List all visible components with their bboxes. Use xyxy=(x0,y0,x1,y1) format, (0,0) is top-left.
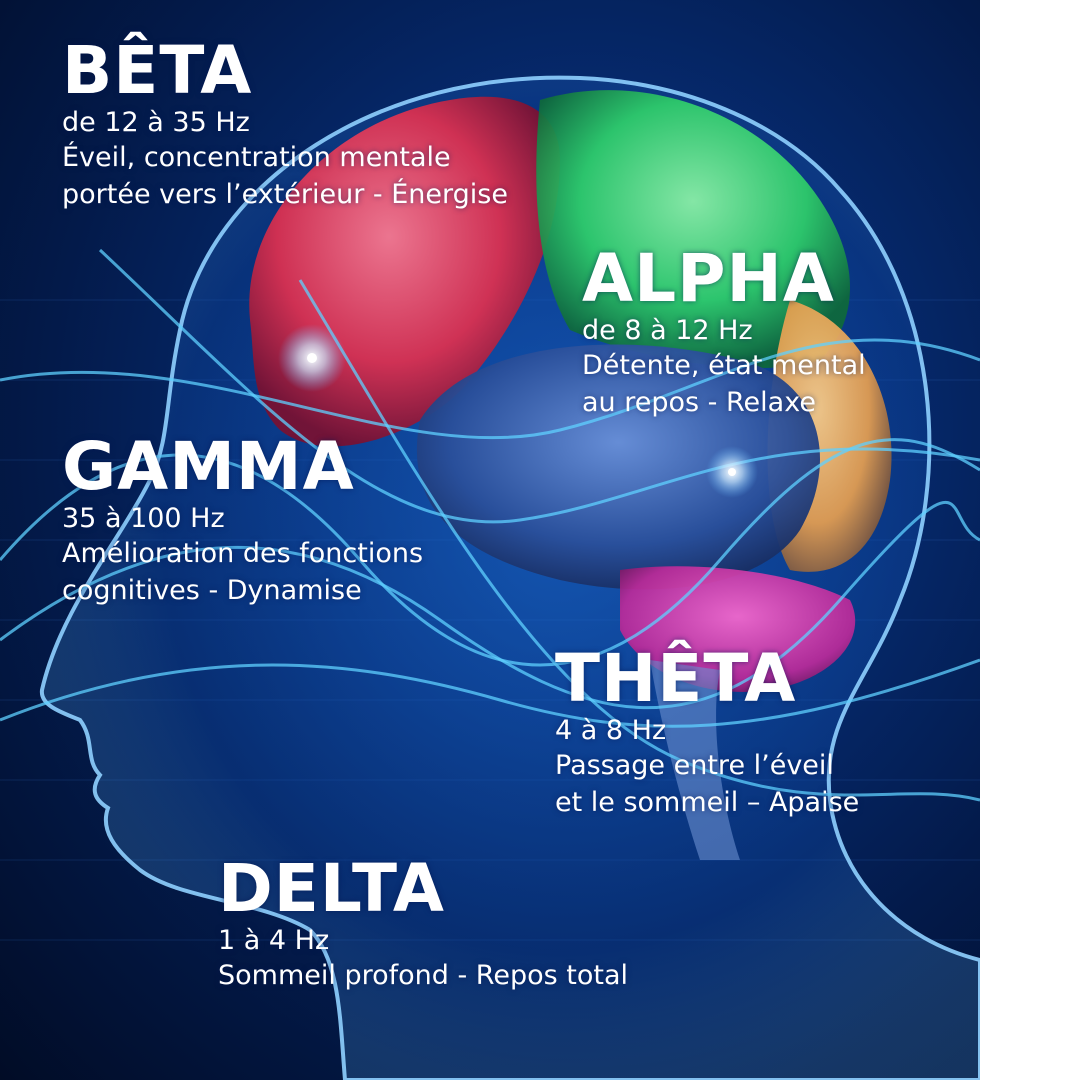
wave-description-line: Éveil, concentration mentale xyxy=(62,142,451,173)
wave-description-line: Amélioration des fonctions xyxy=(62,538,424,569)
wave-block-beta: BÊTA de 12 à 35 Hz Éveil, concentration … xyxy=(62,36,508,213)
wave-description-line: et le sommeil – Apaise xyxy=(555,787,860,818)
wave-title: BÊTA xyxy=(62,32,253,109)
wave-description-line: Sommeil profond - Repos total xyxy=(218,960,629,991)
wave-title: ALPHA xyxy=(582,240,835,317)
wave-description-line: au repos - Relaxe xyxy=(582,387,816,418)
wave-description-line: Passage entre l’éveil xyxy=(555,750,834,781)
wave-block-delta: DELTA 1 à 4 Hz Sommeil profond - Repos t… xyxy=(218,854,628,994)
wave-frequency: 1 à 4 Hz xyxy=(218,925,330,956)
wave-frequency: 4 à 8 Hz xyxy=(555,715,667,746)
brain-head-illustration xyxy=(0,0,980,1080)
wave-block-alpha: ALPHA de 8 à 12 Hz Détente, état mental … xyxy=(582,244,866,421)
head-brain-artwork xyxy=(0,75,980,1080)
wave-title: GAMMA xyxy=(62,428,355,505)
wave-frequency: de 8 à 12 Hz xyxy=(582,315,753,346)
wave-title: THÊTA xyxy=(555,640,797,717)
wave-description-line: cognitives - Dynamise xyxy=(62,575,362,606)
wave-block-theta: THÊTA 4 à 8 Hz Passage entre l’éveil et … xyxy=(555,644,859,821)
wave-description-line: portée vers l’extérieur - Énergise xyxy=(62,179,508,210)
wave-block-gamma: GAMMA 35 à 100 Hz Amélioration des fonct… xyxy=(62,432,423,609)
wave-frequency: 35 à 100 Hz xyxy=(62,503,225,534)
wave-frequency: de 12 à 35 Hz xyxy=(62,107,250,138)
wave-title: DELTA xyxy=(218,850,445,927)
wave-description-line: Détente, état mental xyxy=(582,350,866,381)
